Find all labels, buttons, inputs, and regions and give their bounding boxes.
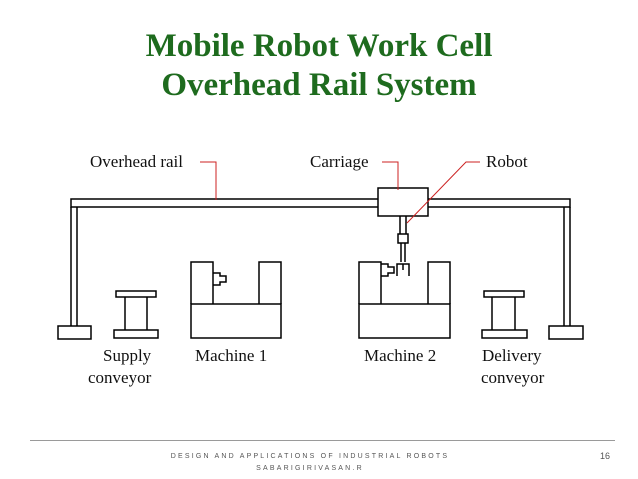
page-number: 16: [599, 451, 610, 461]
overhead-rail-label: Overhead rail: [90, 152, 183, 171]
slide-title-line2: Overhead Rail System: [161, 67, 477, 103]
machine-1-label: Machine 1: [195, 346, 267, 365]
slide-title-line1: Mobile Robot Work Cell: [145, 28, 493, 64]
machine-1: [190, 261, 282, 339]
overhead-rail-leader: [200, 161, 217, 200]
supply-label-line2: conveyor: [88, 368, 152, 387]
carriage-label: Carriage: [310, 152, 369, 171]
footer-divider: [30, 440, 615, 441]
footer-author: SABARIGIRIVASAN.R: [256, 465, 364, 472]
overhead-rail: [70, 198, 571, 326]
delivery-label: Delivery: [482, 346, 542, 365]
carriage: [377, 187, 429, 217]
robot-arm: [396, 216, 410, 276]
supply-conveyor: [113, 290, 159, 339]
left-rail-foot: [57, 325, 92, 340]
carriage-leader: [382, 161, 399, 190]
robot-label: Robot: [486, 152, 528, 171]
footer-course-title: DESIGN AND APPLICATIONS OF INDUSTRIAL RO…: [170, 453, 450, 460]
supply-label: Supply: [103, 346, 152, 365]
robot-leader: [406, 161, 480, 224]
right-rail-foot: [548, 325, 584, 340]
machine-2: [358, 261, 451, 339]
delivery-label-line2: conveyor: [481, 368, 545, 387]
delivery-conveyor: [481, 290, 528, 339]
machine-2-label: Machine 2: [364, 346, 436, 365]
